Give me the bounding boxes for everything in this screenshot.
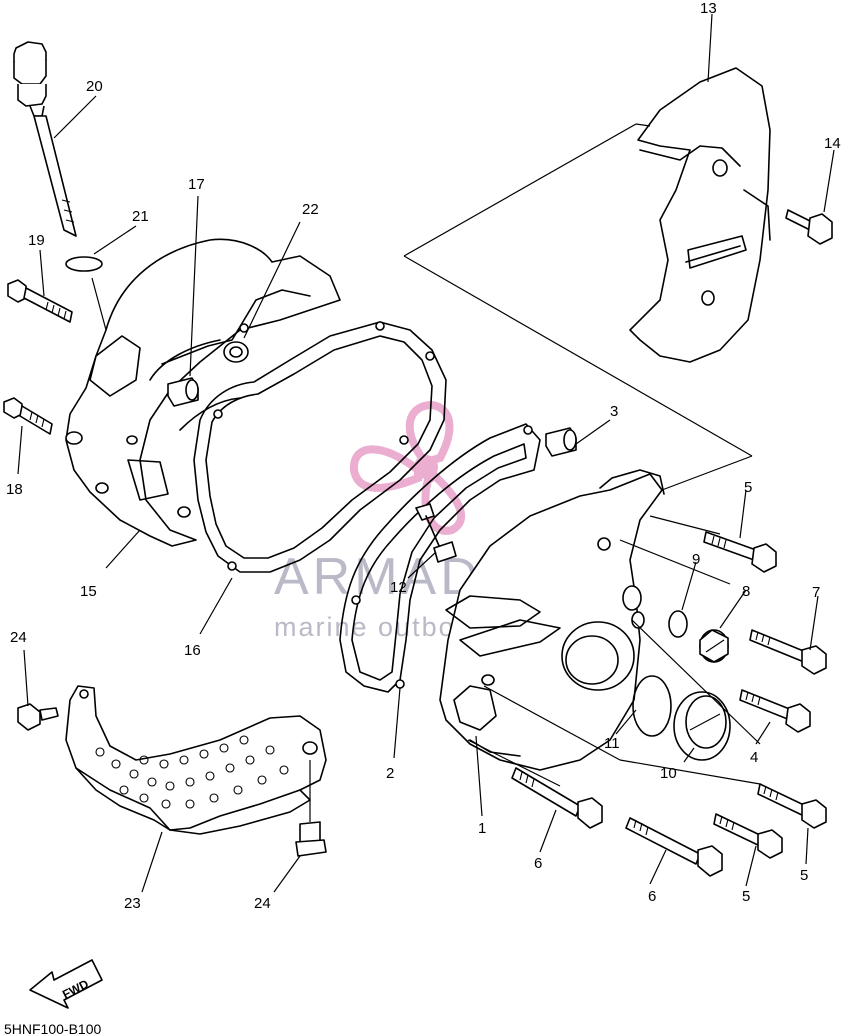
leader-lines bbox=[17, 13, 835, 893]
guard-plate-23 bbox=[65, 685, 327, 835]
oil-seal-22 bbox=[223, 341, 249, 363]
bolt-19 bbox=[7, 279, 73, 323]
bolt-6-lower bbox=[625, 817, 723, 877]
callout-12: 12 bbox=[390, 579, 407, 596]
gasket-16 bbox=[193, 321, 447, 573]
callout-14: 14 bbox=[824, 135, 841, 152]
callout-7: 7 bbox=[812, 584, 820, 601]
bolt-5-upper bbox=[703, 531, 777, 573]
gasket-2 bbox=[339, 423, 541, 693]
plug-10 bbox=[673, 691, 731, 761]
callout-5-bottom-left: 5 bbox=[742, 888, 750, 905]
callout-labels: 1 2 3 4 5 5 5 6 6 7 8 9 10 11 12 13 14 1… bbox=[6, 0, 841, 912]
callout-22: 22 bbox=[302, 201, 319, 218]
callout-15: 15 bbox=[80, 583, 97, 600]
fwd-arrow-icon: FWD bbox=[29, 959, 103, 1009]
callout-11: 11 bbox=[604, 735, 620, 752]
callout-1: 1 bbox=[478, 820, 486, 837]
bolt-7 bbox=[749, 629, 827, 675]
perforation-holes bbox=[95, 735, 289, 809]
callout-5-bottom-right: 5 bbox=[800, 867, 808, 884]
sprocket-cover-13 bbox=[629, 67, 771, 363]
o-ring-21 bbox=[65, 256, 103, 272]
callout-8: 8 bbox=[742, 583, 750, 600]
bolt-4 bbox=[739, 689, 811, 733]
dipstick bbox=[13, 41, 77, 237]
bolt-5-right bbox=[757, 783, 827, 829]
o-ring-9 bbox=[668, 610, 688, 638]
callout-24-bottom: 24 bbox=[254, 895, 271, 912]
bolt-18 bbox=[3, 397, 53, 435]
callout-20: 20 bbox=[86, 78, 103, 95]
callout-16: 16 bbox=[184, 642, 201, 659]
callout-6-left: 6 bbox=[534, 855, 542, 872]
callout-2: 2 bbox=[386, 765, 394, 782]
o-ring-11 bbox=[632, 675, 672, 737]
crankcase-cover-15 bbox=[65, 238, 341, 547]
callout-3: 3 bbox=[610, 403, 618, 420]
callout-18: 18 bbox=[6, 481, 23, 498]
bracket-12 bbox=[415, 503, 457, 563]
callout-13: 13 bbox=[700, 0, 717, 17]
dowel-pin-17 bbox=[167, 377, 199, 407]
plug-8 bbox=[699, 629, 729, 663]
callout-5-top: 5 bbox=[744, 479, 752, 496]
callout-21: 21 bbox=[132, 208, 149, 225]
propeller-logo-icon bbox=[349, 400, 466, 535]
callout-19: 19 bbox=[28, 232, 45, 249]
dowel-pin-3 bbox=[545, 427, 577, 457]
bolt-5-lower bbox=[713, 813, 783, 859]
callout-17: 17 bbox=[188, 176, 205, 193]
diagram-code: 5HNF100-B100 bbox=[4, 1021, 101, 1036]
bolt-14 bbox=[785, 209, 833, 245]
bolt-6-upper bbox=[511, 767, 603, 829]
callout-24-top: 24 bbox=[10, 629, 27, 646]
callout-23: 23 bbox=[124, 895, 141, 912]
callout-10: 10 bbox=[660, 765, 677, 782]
callout-4: 4 bbox=[750, 749, 758, 766]
callout-9: 9 bbox=[692, 551, 700, 568]
crankcase-cover-1 bbox=[439, 469, 665, 771]
bolt-24-lower bbox=[295, 821, 327, 857]
callout-6-right: 6 bbox=[648, 888, 656, 905]
bolt-24-upper bbox=[17, 703, 59, 731]
